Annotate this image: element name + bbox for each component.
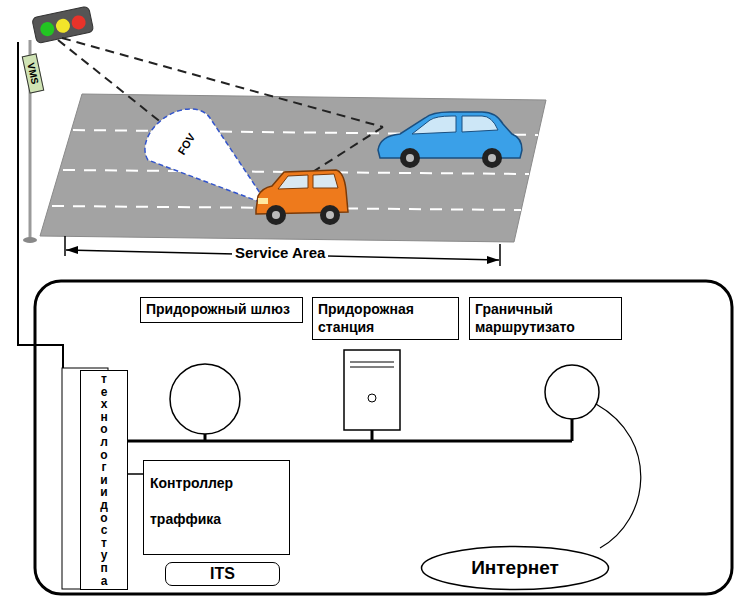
node-text: Граничный маршрутизато bbox=[475, 301, 616, 336]
gateway-icon bbox=[170, 364, 240, 434]
node-text: Интернет bbox=[471, 557, 559, 579]
router-icon bbox=[545, 365, 599, 419]
pole-wire bbox=[18, 42, 63, 370]
fov-label: FOV bbox=[174, 129, 199, 160]
pole-base bbox=[23, 237, 37, 243]
node-text: технологии доступа bbox=[98, 373, 110, 587]
node-text: Контроллер траффика bbox=[150, 465, 283, 538]
station-label: Придорожная станция bbox=[312, 297, 459, 340]
orange-car bbox=[256, 170, 348, 225]
node-text: ITS bbox=[166, 563, 279, 585]
node-text: VMS bbox=[23, 55, 43, 93]
internet-ellipse: Интернет bbox=[420, 545, 610, 591]
node-text: Придорожная станция bbox=[318, 301, 453, 336]
vms-sign: VMS bbox=[22, 53, 45, 93]
gateway-label: Придорожный шлюз bbox=[140, 297, 303, 323]
controller-box: Контроллер траффика bbox=[143, 460, 290, 555]
its-box: ITS bbox=[165, 562, 280, 586]
service-area-dimension bbox=[65, 236, 500, 266]
router-label: Граничный маршрутизато bbox=[469, 297, 622, 340]
fov-cone bbox=[145, 109, 268, 205]
internet-link bbox=[596, 404, 641, 548]
ellipse-shape bbox=[422, 547, 609, 590]
node-text: Придорожный шлюз bbox=[146, 301, 297, 319]
connector bbox=[128, 473, 143, 475]
dimension-label: Service Area bbox=[232, 244, 328, 261]
enclosure bbox=[35, 281, 732, 594]
server-icon bbox=[344, 350, 400, 430]
road bbox=[40, 94, 546, 242]
access-band: технологии доступа bbox=[80, 370, 128, 590]
blue-car bbox=[378, 112, 522, 168]
